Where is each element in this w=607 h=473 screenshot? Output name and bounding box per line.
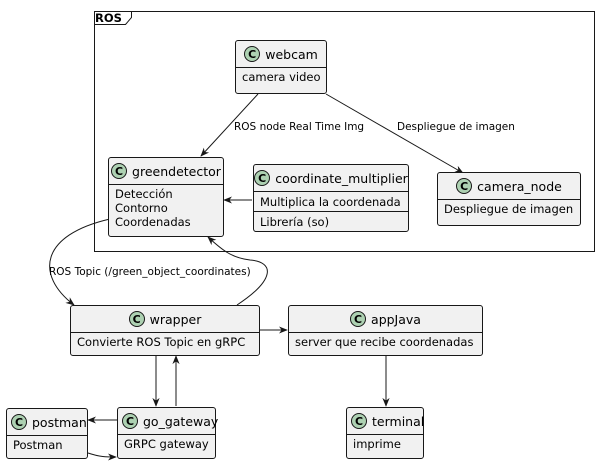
class-wrapper: C wrapper Convierte ROS Topic en gRPC [70,305,260,356]
field: Coordenadas [115,215,191,229]
class-name: go_gateway [143,413,219,429]
class-header: C go_gateway [118,408,219,435]
class-fields: Convierte ROS Topic en gRPC [71,333,259,351]
class-fields: imprime [347,435,423,453]
field: server que recibe coordenadas [295,335,474,349]
class-header: C appJava [289,306,482,333]
class-header: C terminal [347,408,425,435]
class-c-icon: C [111,163,128,179]
field: Despliegue de imagen [444,202,574,216]
class-name: camera_node [477,178,562,194]
field: camera video [242,70,321,84]
class-name: postman [32,414,87,430]
edge-label-ros-topic: ROS Topic (/green_object_coordinates) [49,266,251,278]
class-terminal: C terminal imprime [346,407,424,459]
class-header: C postman [7,409,87,436]
class-header: C camera_node [438,173,580,200]
field: Detección [115,187,173,201]
edge-wrapper-greendetector [207,236,268,306]
class-c-icon: C [122,413,138,429]
field: GRPC gateway [124,437,209,451]
class-fields: Detección Contorno Coordenadas [109,185,223,231]
class-methods: Librería (so) [254,212,408,231]
class-name: greendetector [132,163,221,179]
class-fields: camera video [236,68,326,86]
field: imprime [353,437,401,451]
field: Postman [13,438,63,452]
class-c-icon: C [11,414,27,430]
edge-greendetector-wrapper [49,218,111,306]
class-c-icon: C [128,311,145,327]
class-c-icon: C [456,178,473,194]
edge-webcam-greendetector [200,93,259,157]
ros-package-frame [94,11,595,252]
class-c-icon: C [244,46,261,62]
ros-package-tab [94,11,132,25]
class-c-icon: C [350,311,367,327]
ros-package-title: ROS [95,11,122,25]
class-fields: server que recibe coordenadas [289,333,482,351]
edge-webcam-camera-node [325,93,464,174]
class-name: webcam [265,46,318,62]
edge-postman-go-gateway [87,452,117,461]
edge-label-despliegue-de-imagen: Despliegue de imagen [397,121,515,133]
class-greendetector: C greendetector Detección Contorno Coord… [108,157,224,237]
class-coordinate-multiplier: C coordinate_multiplier Multiplica la co… [253,164,409,232]
field: Convierte ROS Topic en gRPC [77,335,246,349]
class-name: coordinate_multiplier [275,170,408,186]
class-name: appJava [371,311,421,327]
class-header: C webcam [236,41,326,68]
class-header: C wrapper [71,306,259,333]
class-header: C greendetector [109,158,223,185]
class-appjava: C appJava server que recibe coordenadas [288,305,483,356]
class-fields: Postman [7,436,87,454]
class-go-gateway: C go_gateway GRPC gateway [117,407,219,459]
class-fields: Multiplica la coordenada [254,192,408,211]
field: Contorno [115,201,168,215]
class-separator [254,211,408,212]
class-name: wrapper [149,311,202,327]
class-header: C coordinate_multiplier [254,165,408,192]
class-c-icon: C [254,170,271,186]
method: Librería (so) [260,215,330,229]
class-camera-node: C camera_node Despliegue de imagen [437,172,581,226]
edge-label-ros-node-real-time-img: ROS node Real Time Img [234,121,365,133]
class-postman: C postman Postman [6,408,88,459]
class-name: terminal [372,413,425,429]
field: Multiplica la coordenada [260,195,401,209]
class-fields: GRPC gateway [118,435,215,453]
class-webcam: C webcam camera video [235,40,327,94]
class-c-icon: C [351,413,367,429]
class-fields: Despliegue de imagen [438,200,580,218]
